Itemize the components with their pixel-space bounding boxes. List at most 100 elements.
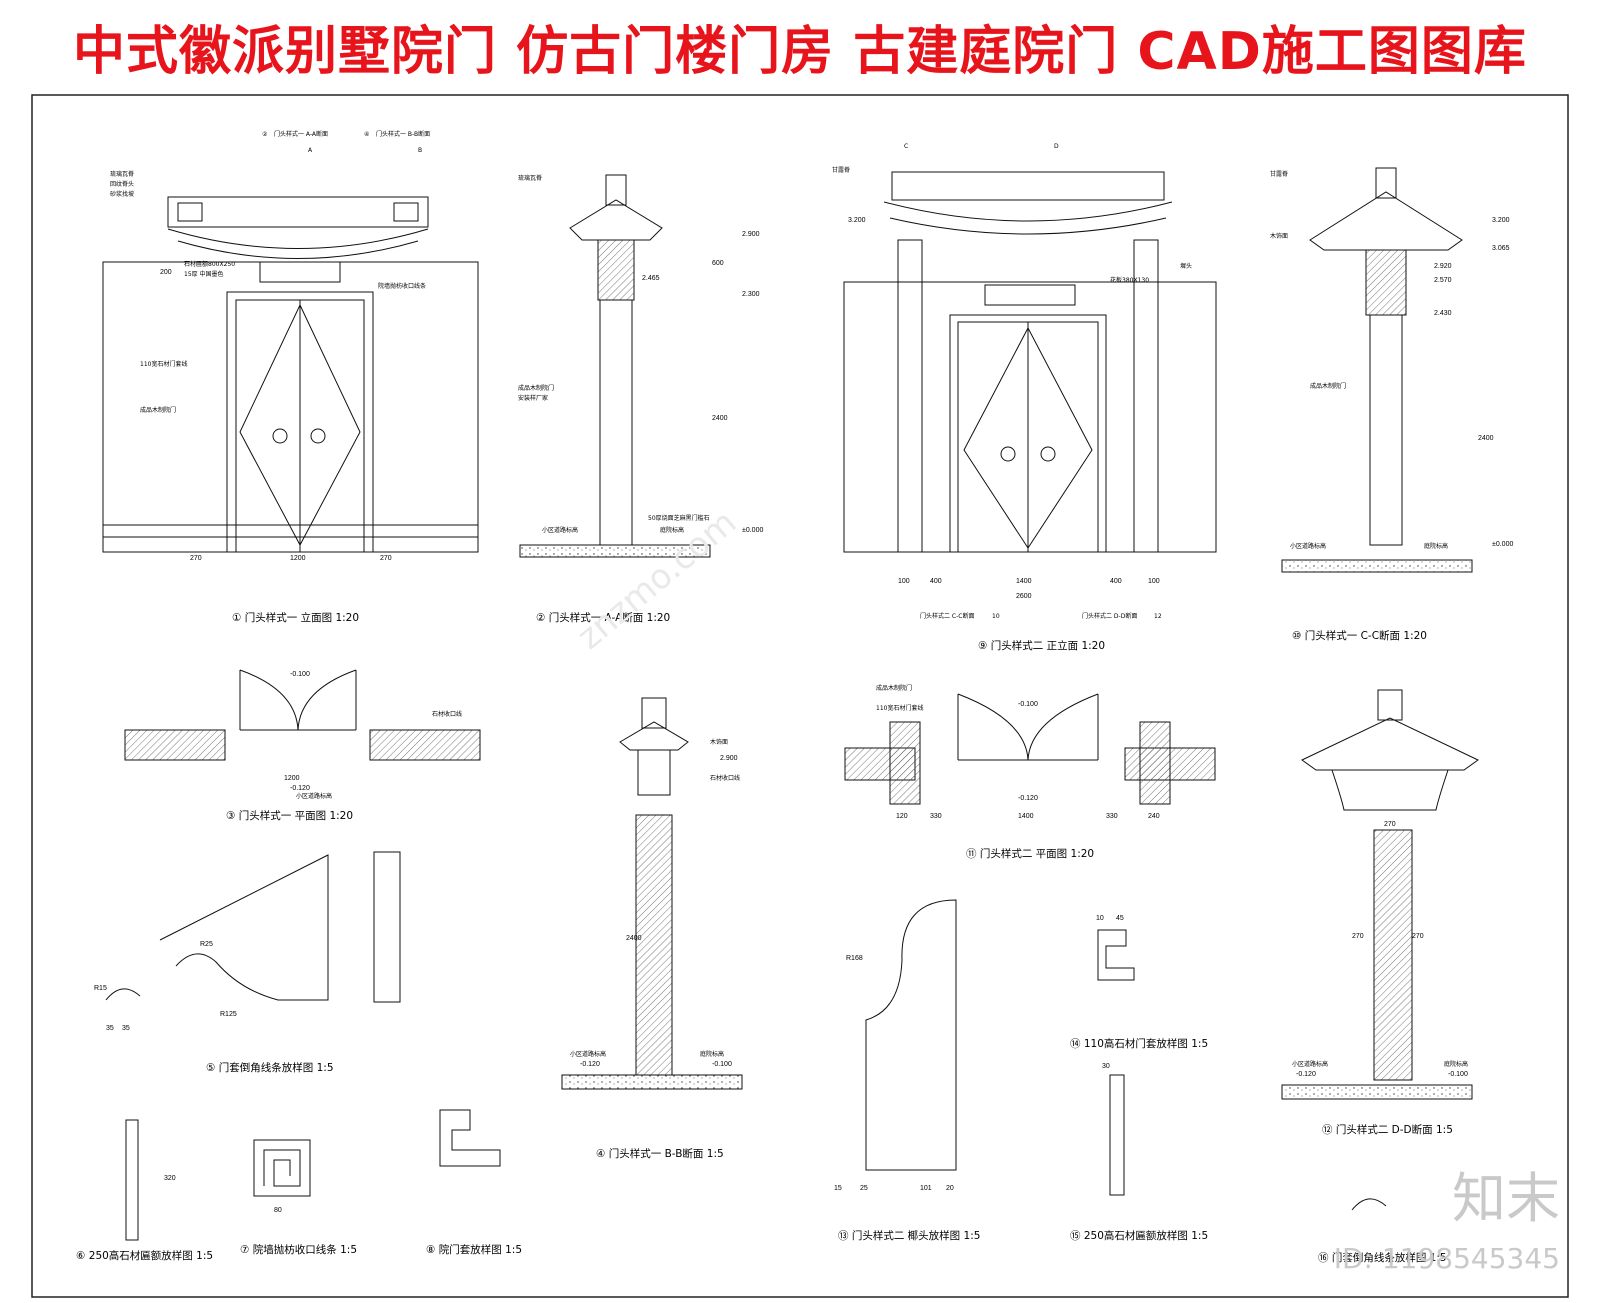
banner-title: 中式徽派别墅院门 仿古门楼门房 古建庭院门 CAD施工图图库 — [73, 21, 1527, 82]
d1-dim-270a: 270 — [190, 555, 202, 562]
d10-label-court: 庭院标高 — [1424, 542, 1448, 550]
d4-elev-m100: -0.100 — [712, 1061, 732, 1068]
d11-dim-330a: 330 — [930, 813, 942, 820]
caption-10: ⑩ 门头样式一 C-C断面 1:20 — [1292, 630, 1427, 642]
d3-dim-1200: 1200 — [284, 775, 300, 782]
d12-dim-270a: 270 — [1352, 933, 1364, 940]
d3-elev-m100: -0.100 — [290, 671, 310, 678]
d2-label-door: 成品木制院门 — [518, 384, 554, 392]
title-banner: 中式徽派别墅院门 仿古门楼门房 古建庭院门 CAD施工图图库 — [0, 0, 1600, 92]
d1-ref-B: B — [418, 147, 422, 154]
d1-label-trim: 110宽石材门套线 — [140, 360, 187, 368]
d1-dim-1200: 1200 — [290, 555, 306, 562]
drawing-3-plan — [124, 669, 481, 761]
d11-dim-1400: 1400 — [1018, 813, 1034, 820]
caption-6: ⑥ 250高石材匾额放样图 1:5 — [76, 1250, 214, 1262]
caption-5: ⑤ 门套倒角线条放样图 1:5 — [206, 1062, 334, 1074]
d14-dim-10: 10 — [1096, 915, 1104, 922]
d5-dim-35a: 35 — [106, 1025, 114, 1032]
d2-elev-2900: 2.900 — [742, 231, 760, 238]
d4-elev-2900: 2.900 — [720, 755, 738, 762]
caption-11: ⑪ 门头样式二 平面图 1:20 — [966, 848, 1095, 860]
d11-dim-120: 120 — [896, 813, 908, 820]
d12-dim-270b: 270 — [1412, 933, 1424, 940]
d9-dim-100b: 100 — [1148, 578, 1160, 585]
d1-ref-n2: ② — [262, 131, 268, 138]
d10-elev-3065: 3.065 — [1492, 245, 1510, 252]
d15-dim-30: 30 — [1102, 1063, 1110, 1070]
d10-label-ground: 小区道路标高 — [1290, 542, 1326, 550]
d2-label-court: 庭院标高 — [660, 526, 684, 534]
caption-3: ③ 门头样式一 平面图 1:20 — [226, 810, 354, 822]
d12-elev-m120: -0.120 — [1296, 1071, 1316, 1078]
d1-ref-n4: ④ — [364, 131, 369, 138]
caption-15: ⑮ 250高石材匾额放样图 1:5 — [1070, 1230, 1209, 1242]
watermark-id: ID: 1198545345 — [1333, 1242, 1560, 1275]
drawing-6-profile — [125, 1119, 139, 1241]
d13-dim-25: 25 — [860, 1185, 868, 1192]
d1-ref-A: A — [308, 147, 313, 154]
d9-ref-n12: 12 — [1154, 613, 1162, 620]
drawing-16-profile — [1351, 1198, 1387, 1211]
d4-label-ground: 小区道路标高 — [570, 1050, 606, 1058]
d4-label-trim: 石材收口线 — [710, 774, 740, 782]
d10-label-wood: 木饰面 — [1270, 232, 1288, 240]
drawing-2-section — [519, 174, 711, 558]
d10-elev-2920: 2.920 — [1434, 263, 1452, 270]
d2-elev-0: ±0.000 — [742, 527, 763, 534]
d2-elev-2465: 2.465 — [642, 275, 660, 282]
drawing-12-section — [1281, 689, 1479, 1100]
d1-label-plaque: 石材匾额800X250 — [184, 260, 235, 268]
caption-9: ⑨ 门头样式二 正立面 1:20 — [978, 640, 1106, 652]
d9-dim-2600: 2600 — [1016, 593, 1032, 600]
caption-13: ⑬ 门头样式二 椰头放样图 1:5 — [838, 1230, 981, 1242]
d5-r125: R125 — [220, 1011, 237, 1018]
d13-dim-20: 20 — [946, 1185, 954, 1192]
drawing-13-profile — [865, 899, 957, 1171]
drawing-11-plan — [844, 693, 1216, 805]
d9-elev-3200: 3.200 — [848, 217, 866, 224]
d12-dim-270c: 270 — [1384, 821, 1396, 828]
d2-dim-600: 600 — [712, 260, 724, 267]
d11-elev-m120: -0.120 — [1018, 795, 1038, 802]
d1-dim-200: 200 — [160, 269, 172, 276]
d11-dim-330b: 330 — [1106, 813, 1118, 820]
sheet-frame — [31, 94, 1569, 1298]
d10-label-door: 成品木制院门 — [1310, 382, 1346, 390]
d1-label-paint: 15厚 中国墨色 — [184, 270, 224, 278]
caption-1: ① 门头样式一 立面图 1:20 — [232, 612, 360, 624]
d12-label-ground: 小区道路标高 — [1292, 1060, 1328, 1068]
d9-ref-c-label: 门头样式二 C-C断面 — [920, 612, 974, 620]
d10-dim-2400: 2400 — [1478, 435, 1494, 442]
d3-label-ground: 小区道路标高 — [296, 792, 332, 800]
d11-label-door: 成品木制院门 — [876, 684, 912, 692]
d1-ref-b-label: 门头样式一 B-B断面 — [376, 130, 430, 138]
d2-dim-2400: 2400 — [712, 415, 728, 422]
d10-elev-0: ±0.000 — [1492, 541, 1513, 548]
d10-elev-3200: 3.200 — [1492, 217, 1510, 224]
d14-dim-45: 45 — [1116, 915, 1124, 922]
d4-label-court: 庭院标高 — [700, 1050, 724, 1058]
d3-label-trim: 石材收口线 — [432, 710, 462, 718]
drawing-10-section — [1281, 167, 1473, 573]
d1-label-wanzi: 回纹脊头 — [110, 180, 134, 188]
d12-label-court: 庭院标高 — [1444, 1060, 1468, 1068]
d9-dim-400b: 400 — [1110, 578, 1122, 585]
d9-ref-d-label: 门头样式二 D-D断面 — [1082, 612, 1137, 620]
d1-label-wallcap: 院墙抛枋收口线条 — [378, 282, 426, 290]
drawing-15-profile — [1109, 1074, 1125, 1196]
d9-dim-1400: 1400 — [1016, 578, 1032, 585]
d10-label-top: 甘露脊 — [1270, 170, 1288, 178]
d2-label-ground: 小区道路标高 — [542, 526, 578, 534]
d1-label-tiles: 琉璃瓦脊 — [110, 170, 134, 178]
drawing-1-elevation — [102, 196, 479, 553]
caption-8: ⑧ 院门套放样图 1:5 — [426, 1244, 523, 1256]
d3-elev-m120: -0.120 — [290, 785, 310, 792]
caption-4: ④ 门头样式一 B-B断面 1:5 — [596, 1148, 724, 1160]
d13-r168: R168 — [846, 955, 863, 962]
d13-dim-15: 15 — [834, 1185, 842, 1192]
d7-dim-80: 80 — [274, 1207, 282, 1214]
d11-elev-m100: -0.100 — [1018, 701, 1038, 708]
d9-ref-n10: 10 — [992, 613, 1000, 620]
